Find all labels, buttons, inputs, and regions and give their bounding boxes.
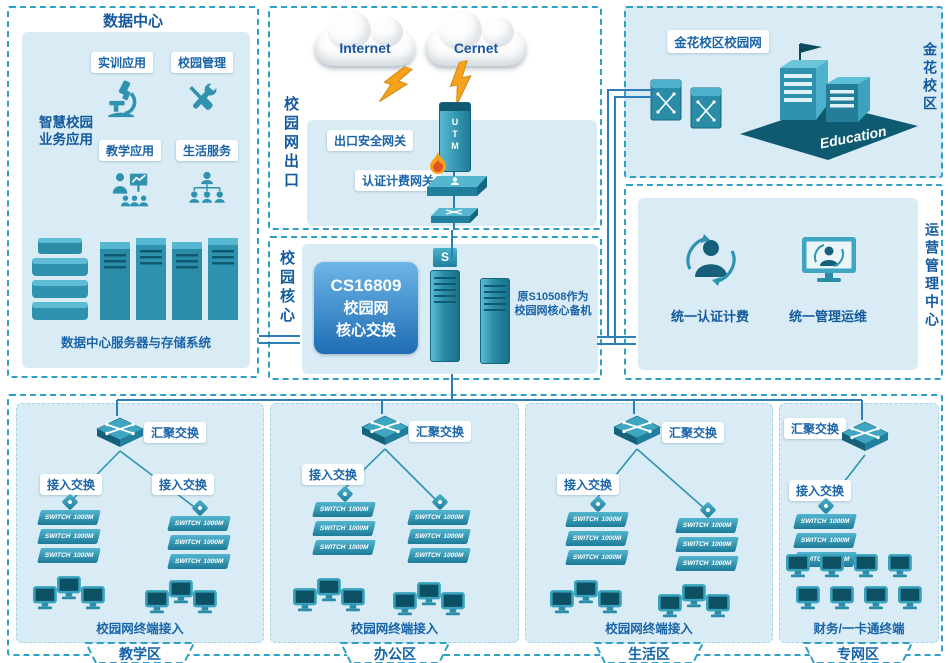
microscope-icon — [108, 80, 137, 118]
terminal-pcs — [145, 580, 217, 614]
terminal-pcs — [393, 582, 465, 616]
data-center-caption: 数据中心服务器与存储系统 — [60, 336, 211, 350]
core-switch-tower — [430, 270, 460, 362]
l2-switch-icon — [336, 485, 354, 503]
zone-caption: 财务/一卡通终端 — [813, 622, 905, 636]
campus-core-box: 校园核心 CS16809 校园网 核心交换 S 原S10508作为 校园网核心备… — [268, 236, 602, 380]
lightning-icon — [449, 59, 472, 106]
l2-switch-icon — [589, 495, 607, 513]
aggregation-switch-icon — [613, 415, 661, 449]
data-center-title: 数据中心 — [102, 13, 164, 30]
org-tree-icon — [189, 171, 225, 203]
data-center-panel: 实训应用 校园管理 — [22, 32, 250, 368]
billing-gateway-device — [427, 176, 487, 196]
billing-gateway-label: 认证计费网关 — [354, 170, 442, 191]
core-model: CS16809 — [330, 276, 402, 295]
backup-switch-tower — [480, 278, 510, 364]
tab-teaching-zone: 教学区 — [80, 642, 200, 663]
exit-side-label: 校园网出口 — [282, 96, 299, 191]
ops-center-box: 运营管理中心 统一认证计费 统一管理运维 — [624, 184, 943, 380]
management-monitor-icon — [802, 237, 856, 282]
utm-label: UTM — [450, 117, 460, 153]
zone-caption: 校园网终端接入 — [605, 622, 693, 636]
tab-living-zone: 生活区 — [589, 642, 709, 663]
access-switch-label: 接入交换 — [301, 464, 365, 485]
core-side-label: 校园核心 — [278, 250, 295, 326]
terminal-pcs — [658, 584, 730, 618]
campus-building-illustration: Education — [740, 43, 918, 160]
ops-side-label: 运营管理中心 — [924, 222, 940, 330]
aggregation-switch-icon — [361, 415, 409, 449]
auth-billing-icon — [686, 234, 736, 286]
flame-icon — [430, 152, 446, 174]
campus-link-devices — [650, 79, 722, 129]
smart-campus-label: 智慧校园 业务应用 — [39, 115, 93, 147]
data-center-box: 数据中心 实训应用 校园管理 — [7, 6, 259, 378]
ops-panel — [638, 198, 918, 370]
campus-exit-box: 校园网出口 Internet Cernet 出口安全网关 认证计费网关 UTM — [268, 6, 602, 230]
l2-switch-icon — [699, 501, 717, 519]
l2-switch-icon — [61, 493, 79, 511]
tab-office-zone: 办公区 — [335, 642, 455, 663]
l2-switch-icon — [817, 497, 835, 515]
internet-cloud-label: Internet — [339, 40, 391, 56]
agg-switch-label: 汇聚交换 — [783, 418, 847, 439]
jinhua-campus-box: 金花校区校园网 金花校区 Education — [624, 6, 943, 178]
app-label-life: 生活服务 — [175, 140, 239, 161]
auth-billing-label: 统一认证计费 — [670, 309, 750, 324]
security-gateway-label: 出口安全网关 — [326, 130, 414, 151]
exit-switch-device — [431, 208, 478, 223]
access-switch-label: 接入交换 — [151, 474, 215, 495]
finance-terminal-pcs — [786, 554, 922, 610]
backup-note: 原S10508作为 校园网核心备机 — [514, 291, 592, 317]
zone-caption: 校园网终端接入 — [350, 622, 439, 636]
cernet-cloud: Cernet — [426, 10, 526, 66]
aggregation-switch-icon — [841, 421, 889, 455]
terminal-pcs — [33, 576, 105, 610]
lightning-icon — [378, 65, 414, 103]
app-label-management: 校园管理 — [170, 52, 234, 73]
tab-special-zone: 专网区 — [798, 642, 918, 663]
access-switch-label: 接入交换 — [556, 474, 620, 495]
core-switch-label-panel: CS16809 校园网 核心交换 — [314, 262, 418, 354]
jinhua-side-label: 金花校区 — [922, 42, 938, 114]
vendor-logo: S — [433, 248, 457, 267]
app-label-training: 实训应用 — [90, 52, 154, 73]
management-label: 统一管理运维 — [788, 309, 868, 324]
tools-icon — [189, 82, 218, 110]
internet-cloud: Internet — [315, 10, 415, 66]
utm-device: UTM — [430, 102, 471, 174]
access-switch-label: 接入交换 — [39, 474, 103, 495]
agg-switch-label: 汇聚交换 — [408, 421, 472, 442]
terminal-pcs — [293, 578, 365, 612]
terminal-pcs — [550, 580, 622, 614]
jinhua-title: 金花校区校园网 — [667, 30, 769, 53]
teacher-chart-icon — [112, 173, 149, 207]
l2-switch-icon — [431, 493, 449, 511]
aggregation-switch-icon — [96, 417, 144, 451]
agg-switch-label: 汇聚交换 — [661, 422, 725, 443]
access-switch-label: 接入交换 — [788, 480, 852, 501]
cernet-cloud-label: Cernet — [453, 40, 499, 56]
l2-switch-icon — [191, 499, 209, 517]
server-storage-illustration — [32, 238, 238, 320]
zone-caption: 校园网终端接入 — [96, 622, 184, 636]
app-label-teaching: 教学应用 — [98, 140, 162, 161]
agg-switch-label: 汇聚交换 — [143, 422, 207, 443]
